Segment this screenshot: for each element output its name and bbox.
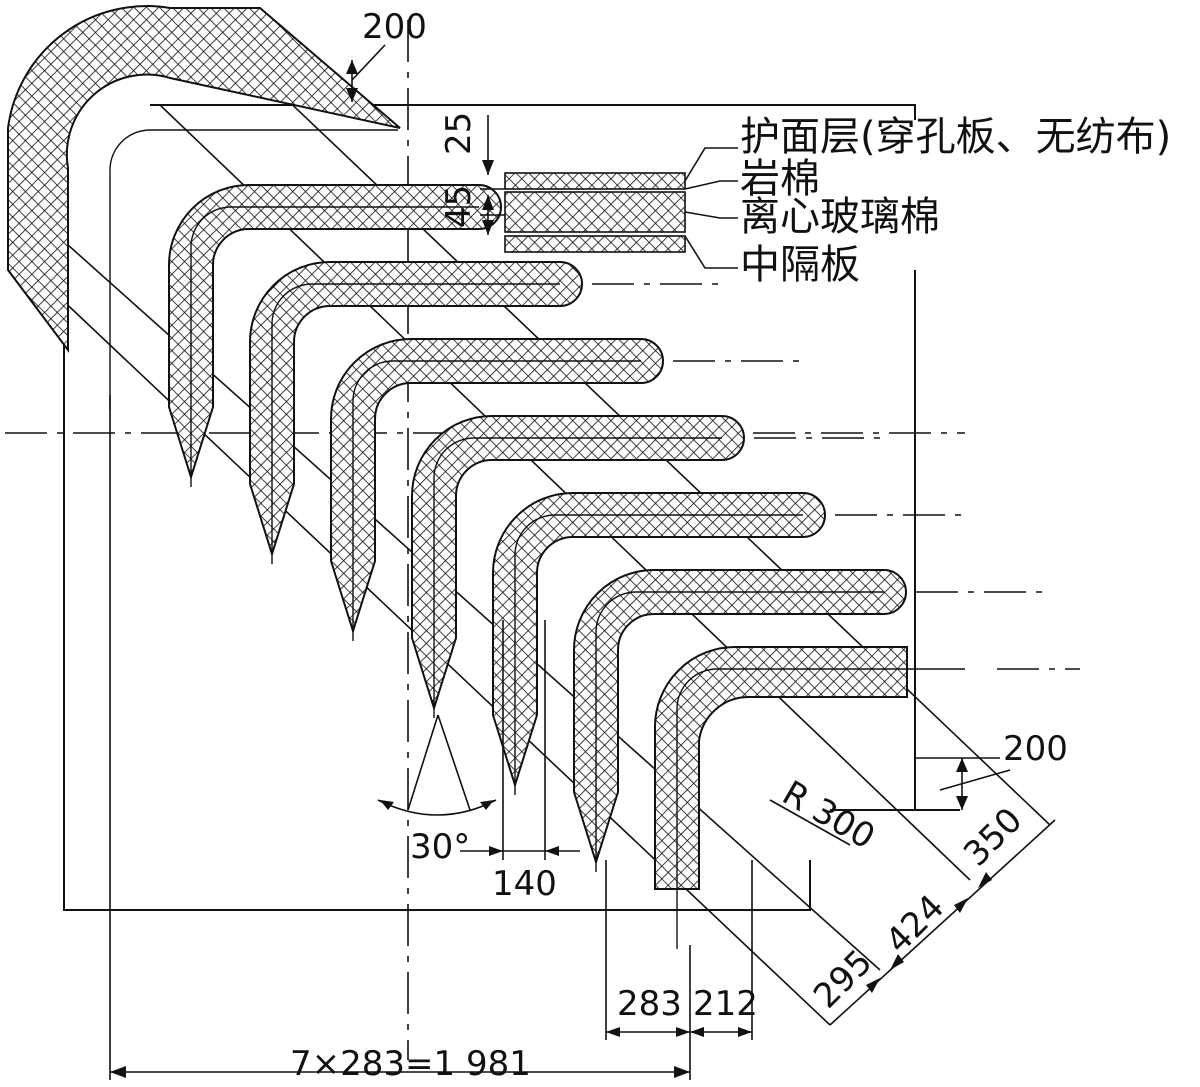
diag-dim-295: 295	[806, 942, 880, 1016]
center-lines	[5, 20, 965, 1060]
top-offset-dim	[346, 44, 386, 102]
baffle	[411, 415, 745, 712]
legend-layer-glasswool: 离心玻璃棉	[740, 194, 940, 240]
baffle-partition	[271, 283, 560, 484]
diag-dim-424: 424	[878, 887, 952, 961]
angle-dim	[377, 714, 497, 816]
baffle-partition	[676, 668, 965, 869]
baffle-partition	[109, 129, 398, 330]
tip-width-value: 140	[492, 864, 557, 904]
legend-layer-partition: 中隔板	[740, 242, 860, 288]
legend-leaders	[684, 147, 738, 269]
legend-layer-cover: 护面层(穿孔板、无纺布)	[740, 114, 1171, 160]
radius-value: R 300	[776, 773, 882, 857]
duct-inner-frame	[63, 210, 811, 911]
right-offset-value: 200	[1003, 729, 1068, 769]
baffle-group	[7, 5, 965, 949]
baffle	[330, 338, 664, 635]
legend-thickness-25: 25	[439, 112, 479, 155]
legend-thickness-dims	[482, 115, 494, 235]
spacing-dims	[605, 860, 753, 1080]
total-dim	[109, 395, 690, 1080]
baffle-partition	[190, 206, 479, 407]
duct-top-line	[150, 104, 916, 120]
legend-thickness-45: 45	[439, 185, 479, 228]
tip-width-dim	[460, 620, 580, 860]
angle-value: 30°	[410, 827, 470, 867]
spacing-value: 283	[617, 984, 682, 1024]
baffle-partition	[352, 360, 641, 561]
gap-value: 212	[693, 984, 758, 1024]
diagonal-dims	[829, 819, 1056, 1026]
radius-leader	[769, 799, 851, 846]
baffle	[249, 261, 583, 558]
baffle	[7, 5, 401, 353]
baffle-partition	[514, 514, 803, 715]
baffle-partition	[433, 437, 722, 638]
baffle	[654, 646, 908, 890]
top-offset-value: 200	[362, 7, 427, 47]
legend-layer-rockwool: 岩棉	[740, 156, 820, 202]
layer-sample	[480, 172, 686, 253]
diag-dim-350: 350	[956, 800, 1030, 874]
baffle	[492, 492, 826, 789]
total-value: 7×283=1 981	[290, 1044, 531, 1084]
baffle	[573, 569, 907, 866]
baffle-partition	[595, 591, 884, 792]
right-offset-dim	[915, 757, 1011, 810]
baffle	[168, 184, 502, 481]
